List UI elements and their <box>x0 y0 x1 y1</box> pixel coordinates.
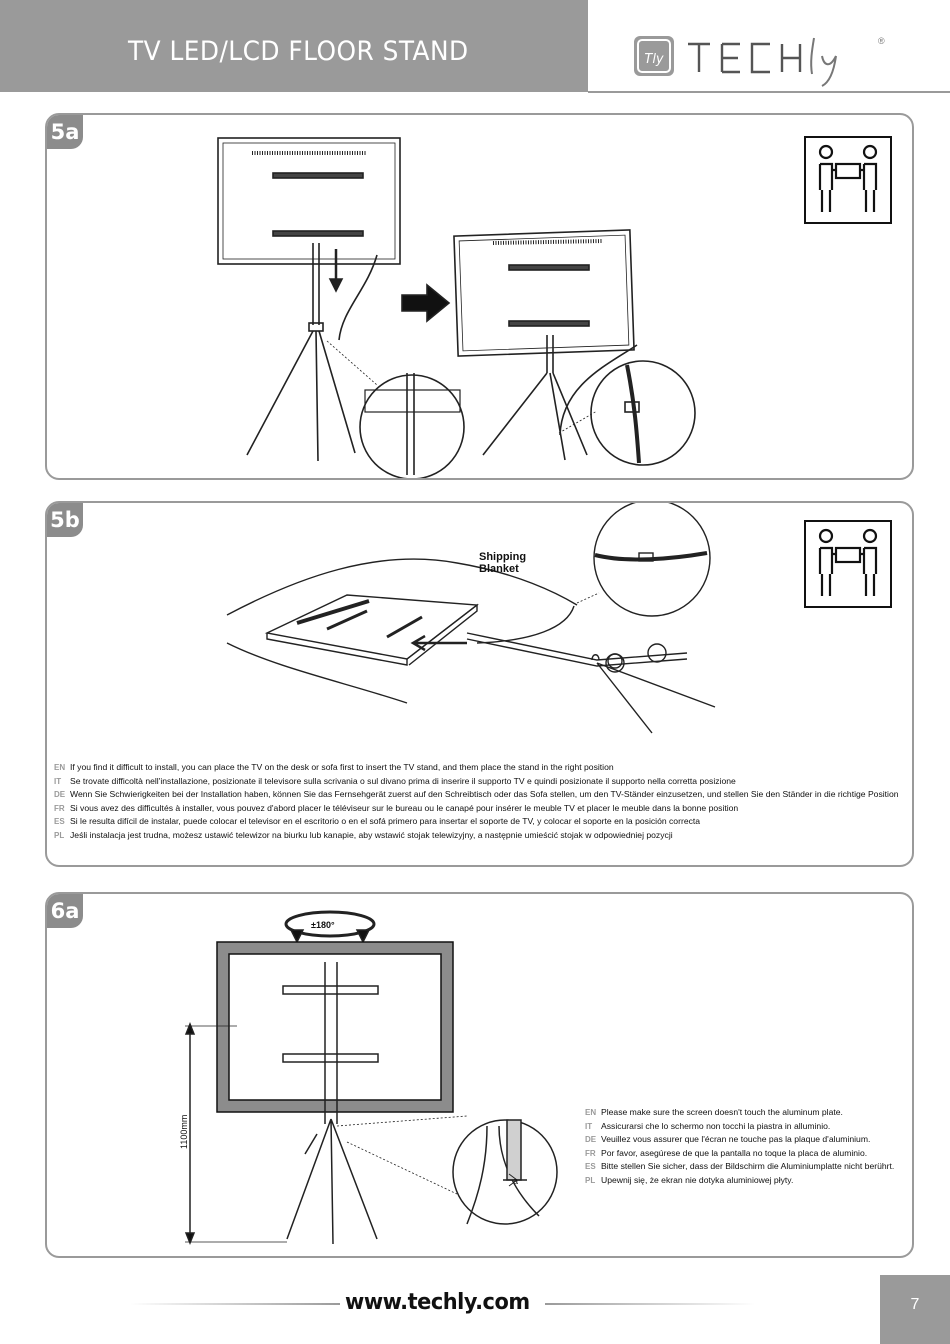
footer-website-link[interactable]: www.techly.com <box>345 1290 530 1315</box>
callout-line-1: Shipping <box>479 551 527 563</box>
lang-code: ES <box>54 817 65 827</box>
lang-code: PL <box>54 830 65 840</box>
instruction-text: Se trovate difficoltà nell'installazione… <box>70 775 736 786</box>
instruction-row: FR Si vous avez des difficultés à install… <box>54 802 899 816</box>
instruction-text: Si vous avez des difficultés à installer… <box>70 802 739 813</box>
instructions-5b: EN If you find it difficult to install, y… <box>54 761 899 843</box>
instruction-row: PL Upewnij się, że ekran nie dotyka alumi… <box>585 1174 894 1188</box>
step-badge-6a: 6a <box>47 894 83 928</box>
step-5a-illustration <box>217 137 696 478</box>
height-dimension-label: 1100mm <box>179 1115 189 1149</box>
instruction-row: ES Si le resulta difícil de instalar, pue… <box>54 815 899 829</box>
header-divider <box>588 91 950 93</box>
lang-code: ES <box>585 1162 596 1172</box>
footer-line-left <box>130 1303 340 1305</box>
step-badge-5b: 5b <box>47 503 83 537</box>
instruction-row: IT Assicurarsi che lo schermo non tocchi … <box>585 1120 894 1134</box>
page-number: 7 <box>880 1275 950 1344</box>
footer-line-right <box>545 1303 755 1305</box>
instruction-text: Por favor, asegúrese de que la pantalla … <box>601 1147 868 1158</box>
lang-code: EN <box>585 1108 597 1117</box>
instruction-text: Jeśli instalacja jest trudna, możesz ust… <box>70 829 673 840</box>
page-title: TV LED/LCD FLOOR STAND <box>128 36 469 67</box>
instruction-row: DE Wenn Sie Schwierigkeiten bei der Insta… <box>54 788 899 802</box>
instructions-6a: EN Please make sure the screen doesn't to… <box>585 1106 894 1188</box>
step-panel-6a: 6a <box>45 892 914 1258</box>
rotation-label: ±180° <box>311 920 335 930</box>
lang-code: IT <box>54 776 62 786</box>
instruction-text: If you find it difficult to install, you… <box>70 762 614 772</box>
instruction-text: Bitte stellen Sie sicher, dass der Bilds… <box>601 1161 895 1172</box>
logo-badge-text: Tly <box>644 52 664 67</box>
instruction-text: Veuillez vous assurer que l'écran ne tou… <box>601 1134 871 1145</box>
instruction-text: Upewnij się, że ekran nie dotyka alumini… <box>601 1174 794 1185</box>
registered-mark: ® <box>878 36 885 46</box>
lang-code: PL <box>585 1175 596 1185</box>
header-bar <box>0 0 588 92</box>
instruction-row: EN If you find it difficult to install, y… <box>54 761 899 775</box>
two-person-lift-icon-5b <box>804 520 892 608</box>
shipping-blanket-callout: Shipping Blanket <box>479 551 526 575</box>
lang-code: IT <box>585 1121 593 1131</box>
instruction-text: Si le resulta difícil de instalar, puede… <box>70 816 701 827</box>
callout-line-2: Blanket <box>479 563 519 575</box>
instruction-row: EN Please make sure the screen doesn't to… <box>585 1106 894 1120</box>
instruction-text: Please make sure the screen doesn't touc… <box>601 1107 843 1117</box>
lang-code: DE <box>585 1135 597 1145</box>
step-5b-illustration <box>226 503 716 734</box>
instruction-row: FR Por favor, asegúrese de que la pantall… <box>585 1147 894 1161</box>
lang-code: DE <box>54 790 66 800</box>
instruction-row: IT Se trovate difficoltà nell'installazio… <box>54 775 899 789</box>
lang-code: FR <box>54 803 65 813</box>
techly-logo: Tly ® <box>634 36 885 87</box>
gap-label: a <box>513 1176 518 1186</box>
step-6a-illustration: ±180° 1100mm a <box>179 910 558 1246</box>
lang-code: FR <box>585 1148 596 1158</box>
step-panel-5b: 5b <box>45 501 914 867</box>
instruction-row: DE Veuillez vous assurer que l'écran ne t… <box>585 1133 894 1147</box>
two-person-lift-icon <box>804 136 892 224</box>
step-panel-5a: 5a <box>45 113 914 480</box>
lang-code: EN <box>54 763 66 772</box>
instruction-row: PL Jeśli instalacja jest trudna, możesz u… <box>54 829 899 843</box>
instruction-text: Wenn Sie Schwierigkeiten bei der Install… <box>70 789 899 800</box>
instruction-text: Assicurarsi che lo schermo non tocchi la… <box>601 1120 831 1131</box>
instruction-row: ES Bitte stellen Sie sicher, dass der Bil… <box>585 1160 894 1174</box>
step-badge-5a: 5a <box>47 115 83 149</box>
